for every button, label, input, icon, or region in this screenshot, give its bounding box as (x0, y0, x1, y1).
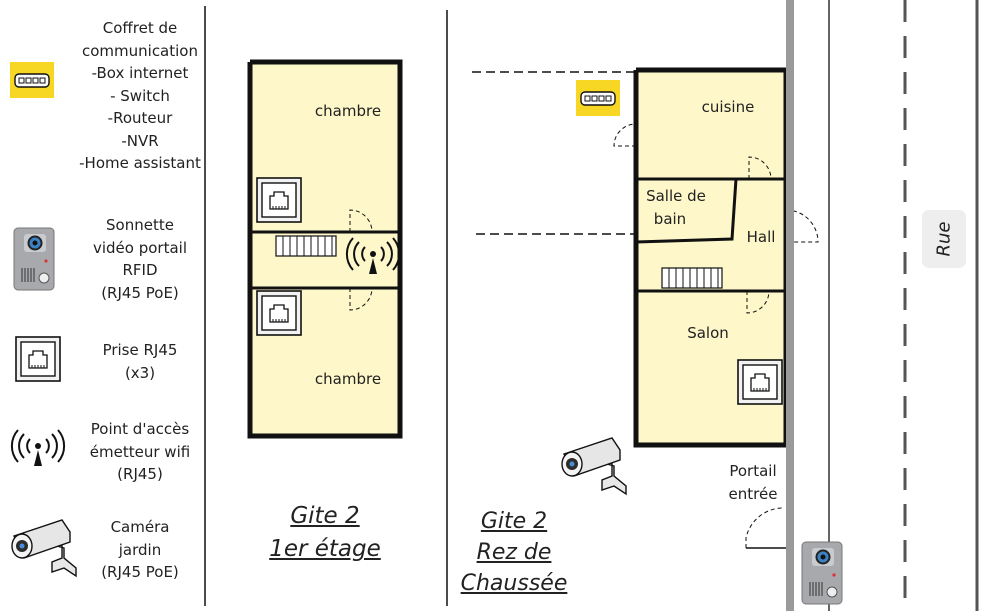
rj45-socket-icon (737, 359, 783, 405)
garden-camera-icon (11, 519, 77, 577)
ground-title-line1: Gite 2 (480, 509, 548, 534)
gate-label-line2: entrée (729, 485, 778, 503)
rj45-socket-icon (15, 336, 61, 382)
room-label-kitchen: cuisine (702, 98, 755, 116)
room-label-bedroom-bottom: chambre (315, 370, 381, 388)
legend-rj45-label: Prise RJ45 (x3) (102, 341, 178, 382)
ground-title-line3: Chaussée (460, 571, 568, 596)
ground-floor-plan: cuisine Salle de bain Hall Salon Portail… (472, 67, 819, 549)
room-label-hall: Hall (747, 228, 776, 246)
garden-camera-icon (561, 437, 627, 495)
street-label-box: Rue (922, 210, 966, 268)
doorbell-icon (801, 541, 843, 605)
gate-label-line1: Portail (729, 462, 776, 480)
room-label-bathroom-line2: bain (654, 210, 686, 228)
room-label-bedroom-top: chambre (315, 102, 381, 120)
legend-doorbell-label: Sonnette vidéo portail RFID (RJ45 PoE) (92, 216, 187, 302)
room-label-bathroom-line1: Salle de (646, 187, 706, 205)
legend-camera-label: Caméra jardin (RJ45 PoE) (101, 518, 179, 581)
floor1-title-line1: Gite 2 (290, 503, 360, 529)
rj45-socket-icon (256, 290, 302, 336)
floor1-title-line2: 1er étage (269, 536, 381, 562)
doorbell-icon (13, 227, 55, 291)
rj45-socket-icon (256, 177, 302, 223)
comms-box-icon (9, 61, 55, 99)
first-floor-plan: chambre chambre (247, 59, 403, 439)
legend-comms-box-label: Coffret de communication -Box internet -… (79, 19, 201, 172)
ground-floor-title: Gite 2 Rez de Chaussée (448, 506, 580, 599)
street-label: Rue (933, 221, 955, 257)
floor1-title: Gite 2 1er étage (245, 500, 405, 566)
wifi-access-point-icon (10, 429, 66, 467)
room-label-living: Salon (687, 324, 729, 342)
legend-wifi-label: Point d'accès émetteur wifi (RJ45) (89, 420, 191, 483)
comms-box-icon (575, 79, 621, 117)
ground-title-line2: Rez de (476, 540, 552, 565)
street (786, 0, 979, 611)
